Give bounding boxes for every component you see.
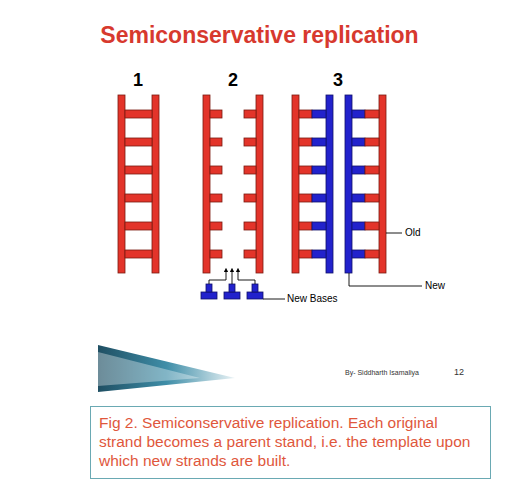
author-credit: By- Siddharth Isamaliya xyxy=(345,369,419,377)
step-number: 1 xyxy=(133,70,143,91)
caption-frame xyxy=(91,407,491,479)
strand-label: New xyxy=(425,280,445,292)
daughter-dna xyxy=(345,95,386,273)
base-arrows xyxy=(209,270,255,284)
step-number: 3 xyxy=(333,70,343,91)
separated-strands xyxy=(203,95,263,273)
slide-decoration xyxy=(98,352,200,386)
bases-label: New Bases xyxy=(287,293,338,305)
leader-lines xyxy=(263,233,422,299)
new-bases xyxy=(201,284,263,299)
slide-number: 12 xyxy=(454,367,464,377)
strand-label: Old xyxy=(405,227,421,239)
slide-title: Semiconservative replication xyxy=(0,22,519,48)
slide-decoration xyxy=(98,345,235,392)
parent-dna xyxy=(118,95,159,273)
step-number: 2 xyxy=(228,70,238,91)
figure-caption: Fig 2. Semiconservative replication. Eac… xyxy=(99,414,483,471)
daughter-dna xyxy=(292,95,333,273)
